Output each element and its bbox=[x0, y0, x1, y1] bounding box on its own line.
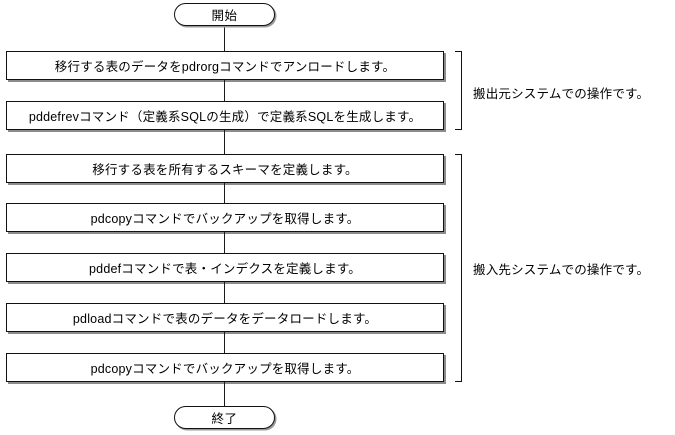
start-node: 開始 bbox=[174, 3, 275, 26]
process-label-step-6: pdloadコマンドで表のデータをデータロードします。 bbox=[72, 312, 378, 326]
process-box-step-2: pddefrevコマンド（定義系SQLの生成）で定義系SQLを生成します。 bbox=[6, 101, 444, 130]
process-box-step-5: pddefコマンドで表・インデクスを定義します。 bbox=[6, 253, 444, 282]
connector-step-1-to-step-2 bbox=[224, 80, 225, 101]
process-box-step-6: pdloadコマンドで表のデータをデータロードします。 bbox=[6, 303, 444, 332]
connector-step-7-to-end bbox=[224, 382, 225, 406]
process-box-step-7: pdcopyコマンドでバックアップを取得します。 bbox=[6, 353, 444, 382]
process-box-step-4: pdcopyコマンドでバックアップを取得します。 bbox=[6, 203, 444, 232]
end-node-label: 終了 bbox=[211, 412, 238, 426]
connector-step-5-to-step-6 bbox=[224, 282, 225, 303]
group-bracket-source bbox=[455, 51, 462, 130]
connector-step-3-to-step-4 bbox=[224, 183, 225, 203]
connector-step-4-to-step-5 bbox=[224, 232, 225, 253]
group-label-source: 搬出元システムでの操作です。 bbox=[473, 83, 649, 102]
process-label-step-3: 移行する表を所有するスキーマを定義します。 bbox=[92, 163, 358, 177]
end-node: 終了 bbox=[174, 406, 275, 429]
group-label-target: 搬入先システムでの操作です。 bbox=[473, 259, 649, 278]
group-label-target-text: 搬入先システムでの操作です。 bbox=[473, 263, 650, 277]
process-label-step-1: 移行する表のデータをpdrorgコマンドでアンロードします。 bbox=[54, 60, 396, 74]
connector-step-6-to-step-7 bbox=[224, 332, 225, 353]
process-label-step-2: pddefrevコマンド（定義系SQLの生成）で定義系SQLを生成します。 bbox=[28, 110, 422, 124]
connector-step-2-to-step-3 bbox=[224, 130, 225, 154]
process-label-step-5: pddefコマンドで表・インデクスを定義します。 bbox=[89, 262, 361, 276]
process-label-step-4: pdcopyコマンドでバックアップを取得します。 bbox=[90, 212, 360, 226]
group-label-source-text: 搬出元システムでの操作です。 bbox=[473, 87, 650, 101]
process-box-step-1: 移行する表のデータをpdrorgコマンドでアンロードします。 bbox=[6, 51, 444, 80]
process-box-step-3: 移行する表を所有するスキーマを定義します。 bbox=[6, 154, 444, 183]
start-node-label: 開始 bbox=[211, 9, 238, 23]
process-label-step-7: pdcopyコマンドでバックアップを取得します。 bbox=[90, 362, 360, 376]
group-bracket-target bbox=[455, 154, 462, 382]
connector-start-to-step-1 bbox=[224, 26, 225, 51]
